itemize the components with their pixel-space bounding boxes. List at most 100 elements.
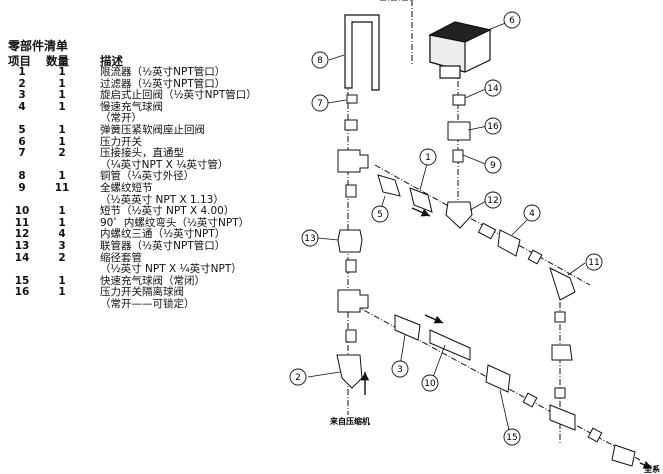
item-number: 9	[18, 181, 26, 194]
header-desc: 描述	[100, 54, 123, 68]
parts-row: 4 1 慢速充气球阀（常开）	[8, 100, 308, 125]
parts-row: 15 1 快速充气球阀（常闭）	[8, 274, 308, 288]
copper-tube	[344, 14, 380, 91]
item-quantity: 1	[58, 66, 66, 78]
description-line: 弹簧压紧软阀座止回阀	[100, 123, 205, 136]
item-number: 11	[14, 216, 30, 229]
item-description: 全螺纹短节（½英英寸 NPT X 1.13）	[100, 181, 308, 206]
description-line: （½英英寸 NPT X 1.13）	[100, 193, 224, 206]
callout-number: 6	[509, 16, 515, 26]
item-number: 2	[18, 77, 26, 90]
item-number: 13	[14, 239, 30, 252]
callout-number: 8	[317, 56, 323, 66]
item-number: 5	[18, 123, 26, 136]
item-description: 压接接头，直通型（¼英寸NPT X ¼英寸管）	[100, 148, 308, 171]
item-number: 14	[14, 251, 30, 264]
item-number: 15	[14, 274, 30, 287]
callout-number: 16	[487, 122, 499, 132]
description-line: （常开）	[100, 112, 142, 125]
right-vertical-fittings	[551, 311, 573, 399]
upper-right-fittings	[445, 94, 473, 229]
item-description: 快速充气球阀（常闭）	[100, 275, 308, 288]
item-number: 12	[14, 228, 30, 241]
callout-number: 14	[487, 84, 499, 94]
item-quantity: 1	[58, 135, 66, 148]
item-quantity: 1	[58, 100, 66, 113]
parts-row: 14 2 缩径套管（½英寸 NPT X ¼英寸NPT）	[8, 251, 308, 276]
item-description: 90゜内螺纹弯头（½英寸NPT）	[100, 217, 308, 230]
item-quantity: 1	[58, 286, 66, 299]
callout-number: 3	[397, 365, 403, 375]
item-description: 铜管（¼英寸外径）	[100, 171, 308, 183]
description-line: 短节（½英寸 NPT X 4.00）	[100, 205, 235, 218]
parts-row: 1 1 限流器（½英寸NPT管口）	[8, 66, 308, 79]
parts-row: 10 1 短节（½英寸 NPT X 4.00）	[8, 206, 308, 218]
item-number: 16	[14, 286, 30, 299]
description-line: （½英寸 NPT X ¼英寸NPT）	[100, 263, 242, 276]
callout-number: 13	[304, 234, 315, 244]
callout-13: 13	[301, 229, 319, 247]
item-quantity: 1	[58, 274, 66, 287]
header-item: 项目	[8, 54, 31, 68]
item-quantity: 2	[58, 251, 66, 264]
item-description: 旋启式止回阀（½英寸NPT管口）	[100, 90, 308, 102]
description-line: 全螺纹短节	[100, 181, 153, 194]
item-quantity: 1	[58, 89, 66, 102]
callout-number: 9	[490, 161, 496, 171]
description-line: 缩径套管	[100, 251, 142, 264]
description-line: 过滤器（½英寸NPT管口）	[100, 77, 226, 90]
item-description: 慢速充气球阀（常开）	[100, 101, 308, 125]
callout-7: 7	[311, 94, 329, 112]
item-number: 1	[18, 66, 26, 78]
item-number: 4	[18, 100, 26, 113]
callout-6: 6	[503, 11, 521, 29]
callout-10: 10	[421, 374, 439, 392]
callout-16: 16	[484, 117, 502, 135]
callout-number: 15	[506, 433, 517, 443]
parts-row: 3 1 旋启式止回阀（½英寸NPT管口）	[8, 90, 308, 102]
callout-15: 15	[503, 428, 521, 446]
callout-9: 9	[484, 156, 502, 174]
callout-number: 5	[377, 210, 383, 220]
description-line: 铜管（¼英寸外径）	[100, 170, 195, 183]
callout-5: 5	[371, 205, 389, 223]
item-quantity: 1	[58, 170, 66, 183]
parts-list-header: 项目 数量 描述	[8, 53, 308, 68]
description-line: 内螺纹三通（½英寸NPT）	[100, 228, 226, 241]
callout-3: 3	[391, 360, 409, 378]
item-number: 6	[18, 135, 26, 148]
parts-list-title: 零部件清单	[8, 39, 69, 53]
item-number: 10	[14, 205, 30, 218]
item-quantity: 1	[58, 205, 66, 218]
description-line: 压接接头，直通型	[100, 147, 184, 160]
item-quantity: 11	[54, 181, 70, 194]
item-description: 短节（½英寸 NPT X 4.00）	[100, 206, 308, 218]
item-quantity: 2	[58, 147, 66, 160]
description-line: 压力开关隔离球阀	[100, 286, 184, 299]
callout-2: 2	[289, 368, 307, 386]
item-description: 联管器（½英寸NPT管口）	[100, 239, 308, 253]
description-line: 限流器（½英寸NPT管口）	[100, 66, 226, 78]
item-number: 3	[18, 89, 26, 102]
outlet-label: 至系	[644, 464, 660, 474]
upper-diagonal-fittings	[377, 174, 576, 301]
parts-row: 8 1 铜管（¼英寸外径）	[8, 171, 308, 183]
callout-number: 10	[424, 379, 436, 389]
callout-12: 12	[484, 191, 502, 209]
callout-number: 12	[487, 196, 498, 206]
header-qty: 数量	[46, 54, 69, 68]
description-line: 联管器（½英寸NPT管口）	[100, 239, 226, 252]
callout-4: 4	[523, 204, 541, 222]
item-number: 8	[18, 170, 26, 183]
parts-row: 9 11 全螺纹短节（½英英寸 NPT X 1.13）	[8, 181, 308, 206]
item-description: 过滤器（½英寸NPT管口）	[100, 77, 308, 91]
callout-number: 7	[317, 99, 323, 109]
